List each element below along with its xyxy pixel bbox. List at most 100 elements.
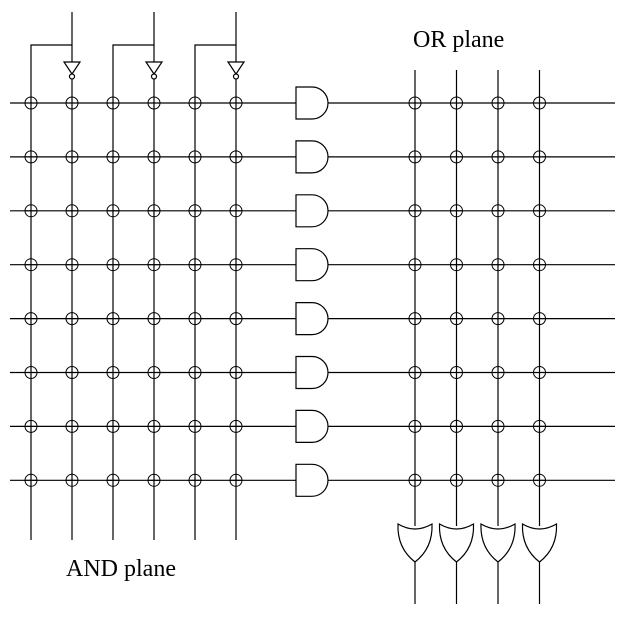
and-crosspoint-r2-c2 [65, 150, 79, 164]
or-crosspoint-r4-c4 [533, 258, 546, 272]
and-crosspoint-r6-c6 [229, 366, 243, 379]
and-crosspoint-r7-c1 [24, 419, 38, 433]
and-gate-2 [295, 140, 329, 174]
crosspoints-layer [24, 96, 546, 487]
and-crosspoint-r1-c6 [229, 96, 243, 110]
and-crosspoint-r6-c4 [147, 366, 161, 379]
or-crosspoint-r3-c2 [450, 204, 463, 218]
and-crosspoint-r7-c2 [65, 419, 79, 433]
and-crosspoint-r5-c5 [188, 312, 202, 326]
and-crosspoint-r8-c6 [229, 473, 243, 487]
and-crosspoint-r8-c1 [24, 473, 38, 487]
and-gate-4 [295, 248, 329, 282]
inverter-bubble-1 [68, 73, 76, 80]
input-true-line-2 [112, 44, 154, 540]
and-crosspoint-r5-c3 [106, 312, 120, 326]
and-crosspoint-r5-c6 [229, 312, 243, 326]
or-crosspoint-r1-c4 [533, 96, 546, 110]
or-crosspoint-r1-c1 [408, 96, 422, 110]
and-gate-7 [295, 409, 329, 443]
and-crosspoint-r7-c6 [229, 419, 243, 433]
and-crosspoint-r8-c3 [106, 473, 120, 487]
or-crosspoint-r8-c1 [408, 473, 422, 487]
and-crosspoint-r8-c4 [147, 473, 161, 487]
and-crosspoint-r2-c1 [24, 150, 38, 164]
and-crosspoint-r6-c2 [65, 366, 79, 379]
and-crosspoint-r7-c5 [188, 419, 202, 433]
and-crosspoint-r3-c6 [229, 204, 243, 218]
and-crosspoint-r6-c3 [106, 366, 120, 379]
inverter-3 [226, 61, 246, 76]
or-crosspoint-r7-c1 [408, 419, 422, 433]
gates-layer [62, 61, 558, 563]
or-gate-3 [480, 522, 516, 563]
and-gate-5 [295, 302, 329, 336]
and-crosspoint-r2-c5 [188, 150, 202, 164]
or-crosspoint-r6-c3 [491, 366, 505, 379]
and-crosspoint-r5-c1 [24, 312, 38, 326]
or-crosspoint-r8-c4 [533, 473, 546, 487]
and-gate-3 [295, 194, 329, 228]
and-crosspoint-r4-c1 [24, 258, 38, 272]
and-crosspoint-r7-c4 [147, 419, 161, 433]
or-gate-4 [521, 522, 558, 563]
or-crosspoint-r7-c2 [450, 419, 463, 433]
or-crosspoint-r1-c2 [450, 96, 463, 110]
and-crosspoint-r5-c4 [147, 312, 161, 326]
and-crosspoint-r3-c1 [24, 204, 38, 218]
and-crosspoint-r2-c4 [147, 150, 161, 164]
and-gate-8 [295, 463, 329, 497]
or-gate-1 [397, 522, 433, 563]
or-crosspoint-r5-c4 [533, 312, 546, 326]
or-crosspoint-r3-c1 [408, 204, 422, 218]
or-crosspoint-r6-c4 [533, 366, 546, 379]
or-crosspoint-r4-c2 [450, 258, 463, 272]
and-crosspoint-r3-c4 [147, 204, 161, 218]
input-true-line-3 [194, 44, 236, 540]
or-crosspoint-r2-c3 [491, 150, 505, 164]
and-crosspoint-r3-c3 [106, 204, 120, 218]
and-crosspoint-r2-c3 [106, 150, 120, 164]
or-plane-label: OR plane [413, 27, 505, 53]
and-gate-6 [295, 355, 329, 390]
inverter-2 [144, 61, 164, 76]
or-crosspoint-r3-c3 [491, 204, 505, 218]
and-crosspoint-r3-c5 [188, 204, 202, 218]
and-crosspoint-r1-c4 [147, 96, 161, 110]
and-crosspoint-r6-c1 [24, 366, 38, 379]
or-crosspoint-r8-c2 [450, 473, 463, 487]
and-crosspoint-r1-c5 [188, 96, 202, 110]
or-crosspoint-r5-c3 [491, 312, 505, 326]
and-crosspoint-r4-c5 [188, 258, 202, 272]
and-crosspoint-r5-c2 [65, 312, 79, 326]
and-plane-label: AND plane [66, 556, 176, 582]
and-crosspoint-r7-c3 [106, 419, 120, 433]
and-crosspoint-r8-c5 [188, 473, 202, 487]
or-crosspoint-r2-c1 [408, 150, 422, 164]
and-crosspoint-r8-c2 [65, 473, 79, 487]
input-true-line-1 [30, 44, 72, 540]
and-crosspoint-r3-c2 [65, 204, 79, 218]
and-crosspoint-r4-c2 [65, 258, 79, 272]
or-crosspoint-r6-c1 [408, 366, 422, 379]
and-gate-1 [295, 86, 329, 120]
inverter-bubble-2 [150, 73, 158, 80]
inverter-1 [62, 61, 82, 76]
or-crosspoint-r2-c2 [450, 150, 463, 164]
or-crosspoint-r4-c3 [491, 258, 505, 272]
and-crosspoint-r1-c2 [65, 96, 79, 110]
and-crosspoint-r2-c6 [229, 150, 243, 164]
or-crosspoint-r1-c3 [491, 96, 505, 110]
or-crosspoint-r6-c2 [450, 366, 463, 379]
or-gate-2 [438, 522, 475, 563]
or-crosspoint-r4-c1 [408, 258, 422, 272]
and-crosspoint-r4-c4 [147, 258, 161, 272]
and-crosspoint-r4-c6 [229, 258, 243, 272]
and-crosspoint-r4-c3 [106, 258, 120, 272]
or-crosspoint-r3-c4 [533, 204, 546, 218]
or-crosspoint-r5-c1 [408, 312, 422, 326]
and-crosspoint-r1-c1 [24, 96, 38, 110]
or-crosspoint-r7-c4 [533, 419, 546, 433]
or-crosspoint-r8-c3 [491, 473, 505, 487]
